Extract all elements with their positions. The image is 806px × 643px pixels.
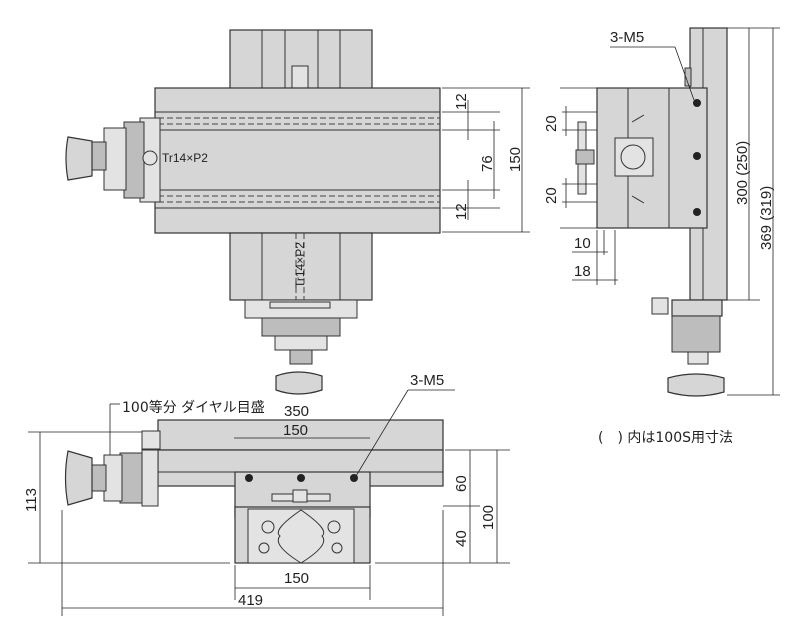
svg-text:12: 12 xyxy=(453,93,470,110)
svg-text:20: 20 xyxy=(543,187,560,204)
front-table-top xyxy=(157,419,444,451)
tap-label-front: 3-M5 xyxy=(410,372,444,389)
dimension-note: ( ) 内は100S用寸法 xyxy=(598,430,733,446)
dial-note: 100等分 ダイヤル目盛 xyxy=(122,399,265,416)
svg-text:12: 12 xyxy=(453,203,470,220)
svg-text:10: 10 xyxy=(574,235,591,252)
front-view-dimensions: 350 150 113 60 40 100 150 419 xyxy=(23,403,510,616)
svg-text:113: 113 xyxy=(23,488,40,512)
svg-text:76: 76 xyxy=(479,155,496,172)
z-handwheel-knob[interactable] xyxy=(667,373,725,397)
top-view: Tr14×P2 Tr14×P2 12 76 150 12 xyxy=(65,29,530,395)
svg-text:18: 18 xyxy=(574,263,591,280)
front-view: 100等分 ダイヤル目盛 3-M5 350 150 113 60 40 100 … xyxy=(23,372,510,616)
svg-text:350: 350 xyxy=(284,403,309,420)
screw-label-x: Tr14×P2 xyxy=(162,151,208,165)
svg-text:150: 150 xyxy=(283,422,308,439)
svg-text:419: 419 xyxy=(238,592,263,609)
svg-text:150: 150 xyxy=(284,570,309,587)
svg-text:20: 20 xyxy=(543,115,560,132)
tap-label-side: 3-M5 xyxy=(610,29,644,46)
lower-guide xyxy=(229,232,373,301)
svg-text:100: 100 xyxy=(480,505,497,530)
front-handwheel-knob[interactable] xyxy=(64,450,93,506)
svg-text:300 (250): 300 (250) xyxy=(734,141,751,205)
y-handwheel-knob[interactable] xyxy=(275,371,323,395)
svg-text:40: 40 xyxy=(453,530,470,547)
top-view-dimensions: 12 76 150 12 xyxy=(442,87,530,233)
x-handwheel-knob[interactable] xyxy=(65,136,93,181)
svg-text:60: 60 xyxy=(453,475,470,492)
side-view: 3-M5 20 20 10 18 300 (250) 369 (319) xyxy=(543,27,780,397)
svg-text:150: 150 xyxy=(507,147,524,172)
screw-label-y: Tr14×P2 xyxy=(293,242,307,288)
side-view-dimensions: 20 20 10 18 300 (250) 369 (319) xyxy=(543,27,780,396)
svg-text:369 (319): 369 (319) xyxy=(758,186,775,250)
